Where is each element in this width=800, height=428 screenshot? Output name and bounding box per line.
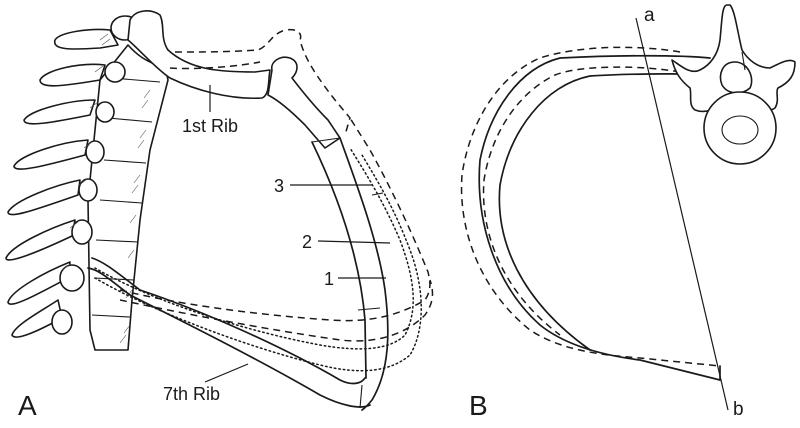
position-1-label: 1	[324, 269, 335, 289]
axis-a-label: a	[644, 5, 655, 26]
panel-b-label: B	[469, 390, 488, 421]
transverse-processes	[5, 15, 140, 338]
vertebra-axial	[671, 4, 796, 165]
spine-column	[87, 44, 169, 351]
seventh-rib-label: 7th Rib	[163, 384, 221, 404]
position-3-upper-outline	[174, 28, 351, 136]
axis-line-a-b	[635, 17, 729, 411]
first-rib-label: 1st Rib	[182, 116, 239, 136]
sternum	[267, 56, 341, 149]
seventh-rib-leader	[204, 363, 249, 383]
position-3-label: 3	[274, 176, 285, 196]
rib-outer-dashed	[460, 46, 721, 367]
position-2-label: 2	[302, 232, 313, 252]
position-2-leader	[317, 240, 391, 244]
panel-a-label: A	[18, 390, 37, 421]
rib-outer-solid	[478, 54, 721, 381]
axis-b-label: b	[733, 399, 744, 420]
seventh-rib-position-1	[87, 137, 389, 411]
panel-b-drawing	[460, 4, 796, 411]
panel-a-drawing	[5, 10, 434, 411]
first-rib	[127, 10, 271, 100]
rib-inner-solid	[498, 73, 711, 351]
position-3-outline	[119, 117, 431, 322]
position-2-outline	[94, 147, 414, 350]
